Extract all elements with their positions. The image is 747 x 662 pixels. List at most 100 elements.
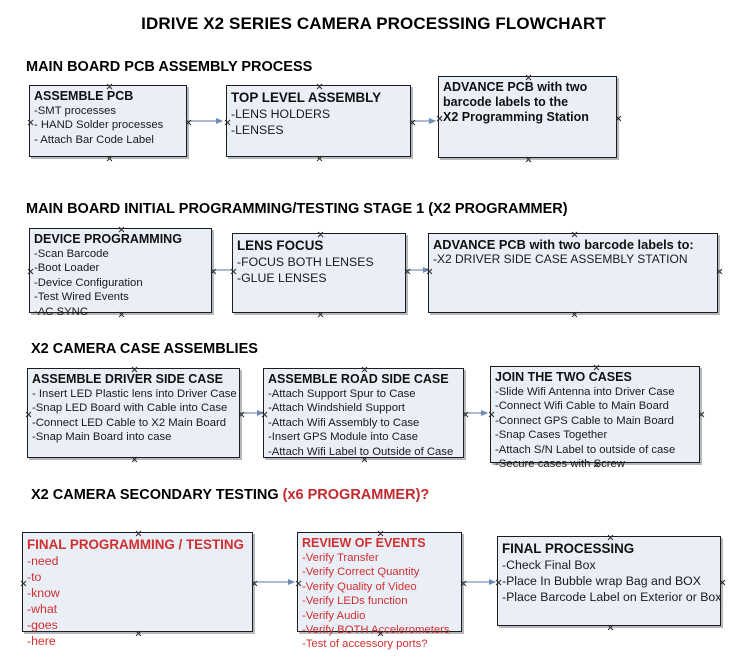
node-header: ASSEMBLE ROAD SIDE CASE — [268, 372, 449, 386]
connection-handle-left[interactable] — [495, 579, 502, 586]
node-line: -Attach Wifi Label to Outside of Case — [268, 445, 454, 458]
node-line: -Boot Loader — [34, 262, 100, 275]
node-line: -LENSES — [231, 123, 284, 137]
node-line: -Place In Bubble wrap Bag and BOX — [502, 574, 701, 588]
node-line: - Attach Bar Code Label — [34, 133, 154, 146]
connection-handle-left[interactable] — [436, 115, 443, 122]
connection-handle-bottom[interactable] — [106, 155, 113, 162]
node-header: REVIEW OF EVENTS — [302, 536, 426, 550]
connection-handle-right[interactable] — [460, 580, 467, 587]
connection-handle-left[interactable] — [27, 268, 34, 275]
node-assemble-driver-side-case[interactable]: ASSEMBLE DRIVER SIDE CASE - Insert LED P… — [27, 368, 240, 458]
connection-handle-bottom[interactable] — [607, 624, 614, 631]
node-join-the-two-cases[interactable]: JOIN THE TWO CASES -Slide Wifi Antenna i… — [488, 366, 700, 470]
node-line: -what — [27, 602, 58, 616]
connection-handle-bottom[interactable] — [317, 311, 324, 318]
node-header: ADVANCE PCB with two barcode labels to: — [433, 237, 694, 252]
node-line: -need — [27, 554, 59, 568]
node-line: -Attach Windshield Support — [268, 402, 405, 415]
connection-handle-right[interactable] — [462, 411, 469, 418]
connection-handle-right[interactable] — [716, 268, 723, 275]
connection-handle-right[interactable] — [210, 268, 217, 275]
node-line: -Connect LED Cable to X2 Main Board — [32, 416, 227, 429]
connection-handle-right[interactable] — [238, 411, 245, 418]
node-device-programming[interactable]: DEVICE PROGRAMMING -Scan Barcode -Boot L… — [27, 228, 212, 318]
section-heading-main-board-pcb-assembly-process: MAIN BOARD PCB ASSEMBLY PROCESS — [26, 59, 312, 75]
node-lens-focus[interactable]: LENS FOCUS -FOCUS BOTH LENSES -GLUE LENS… — [232, 233, 406, 313]
node-final-processing[interactable]: FINAL PROCESSING -Check Final Box -Place… — [497, 536, 721, 626]
node-line: -Connect Wifi Cable to Main Board — [495, 400, 669, 413]
node-line: -Slide Wifi Antenna into Driver Case — [495, 386, 675, 398]
node-line: - Insert LED Plastic lens into Driver Ca… — [32, 388, 237, 400]
connection-handle-bottom[interactable] — [316, 155, 323, 162]
node-header: JOIN THE TWO CASES — [495, 370, 632, 384]
connection-handle-right[interactable] — [719, 579, 726, 586]
node-assemble-pcb[interactable]: ASSEMBLE PCB -SMT processes - HAND Solde… — [29, 85, 187, 157]
node-final-programming-testing[interactable]: FINAL PROGRAMMING / TESTING -need -to -k… — [20, 532, 253, 648]
connection-handle-left[interactable] — [25, 411, 32, 418]
node-header: ASSEMBLE DRIVER SIDE CASE — [32, 372, 224, 386]
node-top-level-assembly[interactable]: TOP LEVEL ASSEMBLY -LENS HOLDERS -LENSES — [226, 85, 411, 157]
node-line: -AC SYNC — [34, 305, 88, 318]
connection-handle-right[interactable] — [404, 268, 411, 275]
connection-handle-right[interactable] — [185, 119, 192, 126]
connection-handle-left[interactable] — [230, 268, 237, 275]
node-line: -Verify Audio — [302, 609, 366, 622]
node-line: -Verify Transfer — [302, 552, 379, 564]
node-header: TOP LEVEL ASSEMBLY — [231, 90, 382, 105]
node-header: ASSEMBLE PCB — [34, 89, 134, 103]
connection-handle-left[interactable] — [224, 119, 231, 126]
node-header: FINAL PROCESSING — [502, 541, 635, 556]
node-line: -Verify Quality of Video — [302, 580, 417, 593]
node-line: -Secure cases with Screw — [495, 458, 625, 471]
section-heading-accent: (x6 PROGRAMMER)? — [282, 487, 430, 503]
node-line: - HAND Solder processes — [34, 119, 164, 132]
section-heading-x2-camera-case-assemblies: X2 CAMERA CASE ASSEMBLIES — [31, 341, 258, 357]
node-line: -Verify LEDs function — [302, 595, 408, 608]
node-advance-pcb-driver-side-station[interactable]: ADVANCE PCB with two barcode labels to: … — [428, 233, 718, 313]
section-heading-x2-camera-secondary-testing: X2 CAMERA SECONDARY TESTING (x6 PROGRAMM… — [31, 487, 429, 503]
node-line: -Attach Support Spur to Case — [268, 388, 416, 400]
node-header: LENS FOCUS — [237, 238, 324, 253]
node-line: -Insert GPS Module into Case — [268, 431, 419, 444]
node-assemble-road-side-case[interactable]: ASSEMBLE ROAD SIDE CASE -Attach Support … — [263, 368, 464, 458]
node-line: -Test Wired Events — [34, 291, 129, 304]
node-line: barcode labels to the — [443, 95, 569, 109]
node-line: -know — [27, 586, 60, 600]
connection-handle-bottom[interactable] — [131, 456, 138, 463]
connection-handle-left[interactable] — [27, 119, 34, 126]
node-line: -Verify BOTH Accelerometers — [302, 624, 450, 637]
node-line: -Check Final Box — [502, 558, 596, 572]
node-line: -SMT processes — [34, 105, 117, 117]
node-line: -to — [27, 570, 42, 584]
connection-handle-right[interactable] — [409, 119, 416, 126]
connection-handle-left[interactable] — [20, 580, 27, 587]
node-line: -goes — [27, 618, 58, 632]
section-heading-text: MAIN BOARD INITIAL PROGRAMMING/TESTING S… — [26, 201, 568, 217]
node-header: ADVANCE PCB with two — [443, 80, 588, 94]
node-line: -GLUE LENSES — [237, 271, 327, 285]
connection-handle-right[interactable] — [251, 580, 258, 587]
node-line: -FOCUS BOTH LENSES — [237, 255, 374, 269]
section-heading-text: X2 CAMERA SECONDARY TESTING — [31, 487, 283, 503]
node-review-of-events[interactable]: REVIEW OF EVENTS -Verify Transfer -Verif… — [295, 532, 462, 650]
node-advance-pcb-to-programming-station[interactable]: ADVANCE PCB with two barcode labels to t… — [438, 76, 617, 158]
node-line: X2 Programming Station — [443, 110, 589, 124]
node-line-overflow: -Test of accessory ports? — [302, 638, 428, 651]
connection-handle-left[interactable] — [261, 411, 268, 418]
node-line: -Snap LED Board with Cable into Case — [32, 402, 228, 415]
section-heading-text: X2 CAMERA CASE ASSEMBLIES — [31, 341, 258, 357]
connection-handle-left[interactable] — [426, 268, 433, 275]
node-line: -Attach S/N Label to outside of case — [495, 443, 676, 456]
node-line: -Snap Cases Together — [495, 429, 608, 442]
node-line: -here — [27, 634, 56, 648]
connection-handle-bottom[interactable] — [525, 156, 532, 163]
connection-handle-right[interactable] — [615, 115, 622, 122]
connection-handle-left[interactable] — [488, 411, 495, 418]
connection-handle-right[interactable] — [698, 411, 705, 418]
node-line: -Attach Wifi Assembly to Case — [268, 416, 420, 429]
section-heading-main-board-initial-programming: MAIN BOARD INITIAL PROGRAMMING/TESTING S… — [26, 201, 568, 217]
node-line: -Place Barcode Label on Exterior or Box — [502, 590, 722, 604]
connection-handle-left[interactable] — [295, 580, 302, 587]
connection-handle-bottom[interactable] — [571, 311, 578, 318]
